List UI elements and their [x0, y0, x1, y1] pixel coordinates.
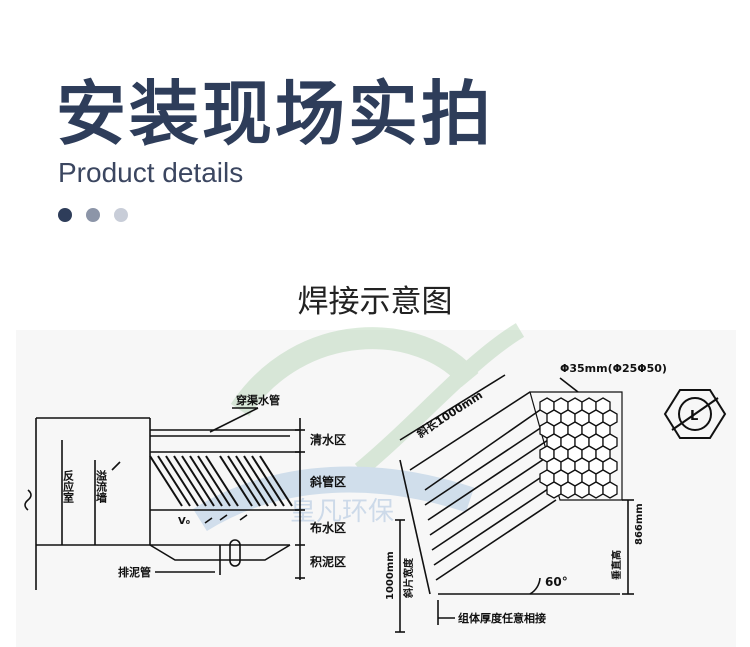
settling-tank-diagram: [24, 407, 305, 590]
sludge-pipe-label: 排泥管: [118, 565, 151, 579]
zone-label-distribution: 布水区: [310, 520, 346, 535]
section-title: 焊接示意图: [297, 284, 453, 320]
zone-label-sludge: 积泥区: [310, 554, 346, 569]
height-value: 866mm: [634, 503, 645, 545]
decorative-dots: [58, 208, 128, 222]
watermark-logo: [193, 323, 525, 532]
watermark-text: 皇凡环保: [290, 497, 394, 527]
page-subtitle: Product details: [58, 157, 244, 188]
hex-symbol-label: L: [690, 409, 698, 424]
width-label: 斜片宽度: [402, 557, 415, 599]
zone-label-tube: 斜管区: [309, 474, 346, 489]
pipe-label: 穿渠水管: [236, 393, 280, 407]
diameter-label: Φ35mm(Φ25Φ50): [560, 362, 667, 375]
wall-label-reaction: 反应室: [62, 469, 75, 503]
hex-symbol: [663, 389, 727, 439]
hex-grid: [539, 397, 618, 499]
dot-3: [114, 208, 128, 222]
zone-label-clear: 清水区: [310, 432, 346, 447]
flow-label: V₀: [178, 516, 190, 527]
wall-label-overflow: 溢流墙: [95, 469, 108, 504]
angle-label: 60°: [545, 575, 568, 589]
dot-2: [86, 208, 100, 222]
width-value: 1000mm: [385, 551, 396, 600]
dot-1: [58, 208, 72, 222]
page-title: 安装现场实拍: [56, 73, 494, 155]
height-label: 垂直高: [610, 550, 623, 580]
inclined-tube-pack: [395, 374, 634, 633]
bottom-note: 组体厚度任意相接: [458, 611, 546, 625]
